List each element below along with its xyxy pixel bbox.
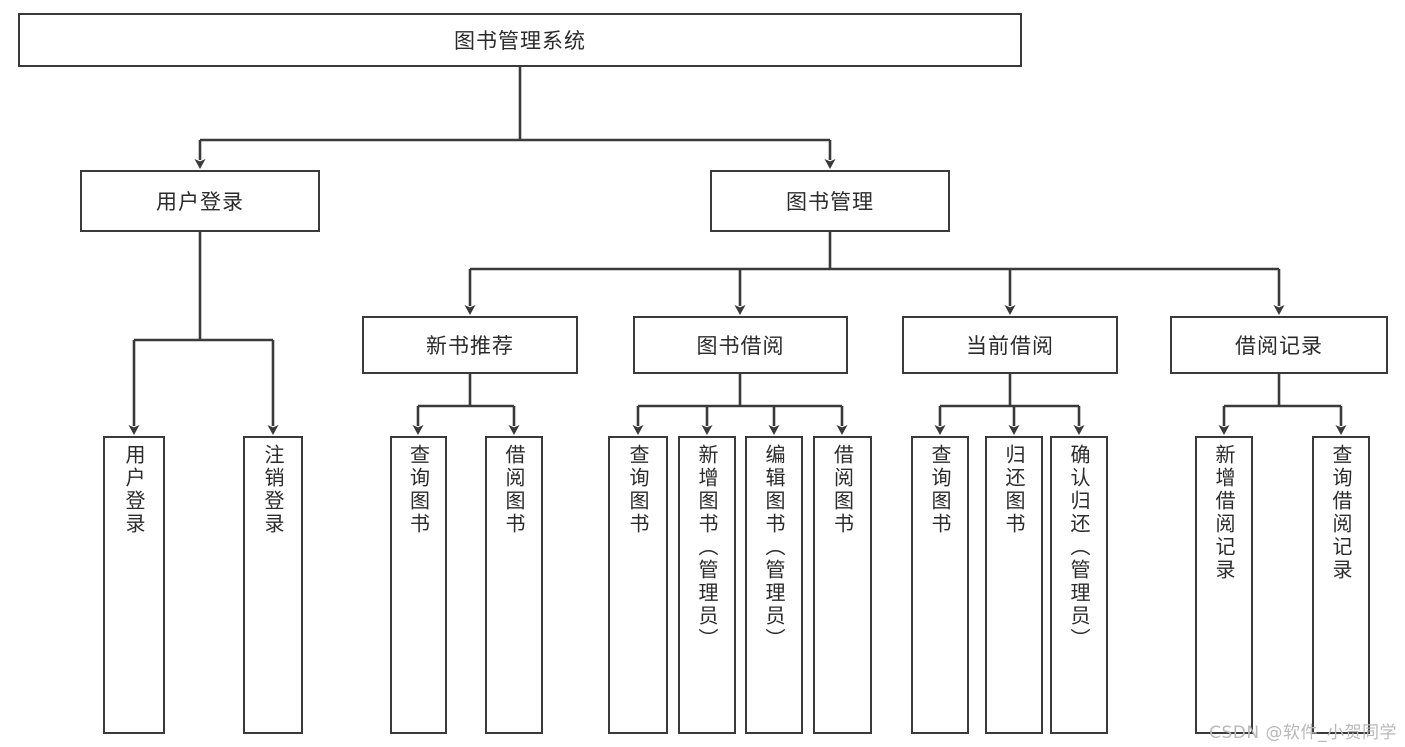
node-label: 查询图书 [406, 444, 431, 536]
node-label: 借阅图书 [830, 444, 855, 536]
node-l11[interactable]: 确认归还（管理员） [1050, 436, 1108, 734]
node-borrow[interactable]: 图书借阅 [633, 316, 848, 374]
node-root[interactable]: 图书管理系统 [18, 13, 1022, 67]
node-login[interactable]: 用户登录 [80, 170, 320, 232]
node-label: 借阅图书 [502, 444, 526, 536]
node-label: 新增图书（管理员） [695, 444, 719, 651]
node-l5[interactable]: 查询图书 [608, 436, 668, 734]
node-l9[interactable]: 查询图书 [911, 436, 969, 734]
node-current[interactable]: 当前借阅 [902, 316, 1118, 374]
node-l4[interactable]: 借阅图书 [485, 436, 543, 734]
watermark-text: CSDN @软件_小贺同学 [1209, 723, 1397, 743]
node-l2[interactable]: 注销登录 [243, 436, 303, 734]
node-label: 新书推荐 [426, 334, 514, 358]
node-l10[interactable]: 归还图书 [985, 436, 1043, 734]
node-label: 用户登录 [122, 444, 146, 536]
node-label: 图书管理 [786, 190, 874, 214]
node-l12[interactable]: 新增借阅记录 [1195, 436, 1253, 734]
node-label: 查询借阅记录 [1329, 444, 1353, 582]
node-label: 归还图书 [1002, 444, 1026, 536]
node-label: 查询图书 [626, 444, 650, 536]
node-record[interactable]: 借阅记录 [1170, 316, 1388, 374]
node-newbook[interactable]: 新书推荐 [362, 316, 578, 374]
node-l1[interactable]: 用户登录 [103, 436, 165, 734]
node-label: 查询图书 [928, 444, 952, 536]
node-label: 编辑图书（管理员） [762, 444, 786, 651]
node-l8[interactable]: 借阅图书 [813, 436, 872, 734]
node-bookmgmt[interactable]: 图书管理 [710, 170, 950, 232]
node-label: 当前借阅 [966, 334, 1054, 358]
node-label: 用户登录 [156, 190, 244, 214]
node-l13[interactable]: 查询借阅记录 [1312, 436, 1370, 734]
node-label: 确认归还（管理员） [1067, 444, 1091, 651]
node-l7[interactable]: 编辑图书（管理员） [745, 436, 803, 734]
node-label: 借阅记录 [1235, 334, 1323, 358]
node-l3[interactable]: 查询图书 [390, 436, 447, 734]
node-label: 图书管理系统 [454, 29, 586, 53]
node-label: 新增借阅记录 [1212, 444, 1236, 582]
node-l6[interactable]: 新增图书（管理员） [678, 436, 736, 734]
node-label: 注销登录 [261, 444, 285, 536]
node-label: 图书借阅 [696, 334, 785, 358]
